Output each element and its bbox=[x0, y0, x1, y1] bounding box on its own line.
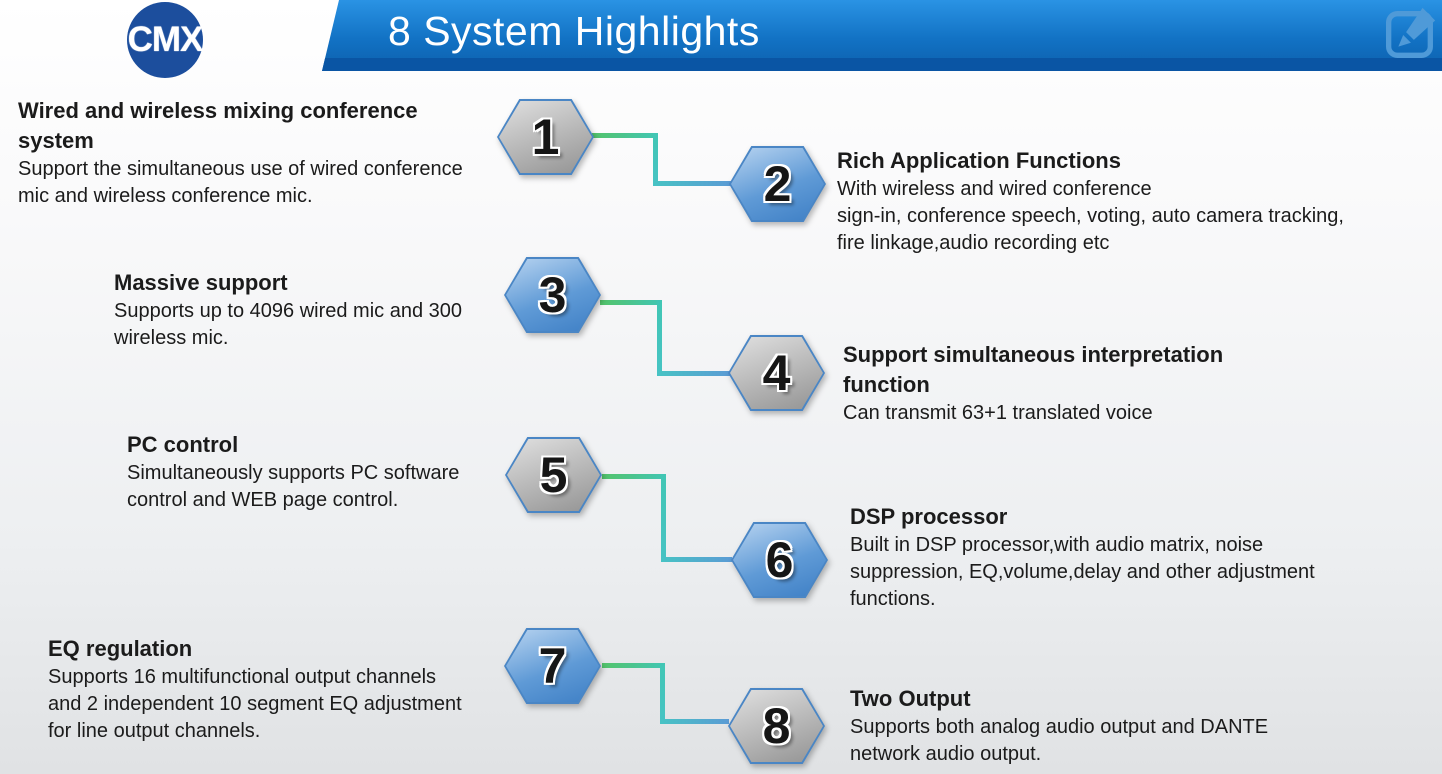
feature-block-3: Massive support Supports up to 4096 wire… bbox=[114, 268, 544, 352]
header-banner: 8 System Highlights bbox=[322, 0, 1442, 71]
connector-line bbox=[602, 474, 666, 479]
hexagon-fill bbox=[731, 148, 824, 220]
feature-body-2: With wireless and wired conference sign-… bbox=[837, 178, 1344, 254]
hexagon-step-4: 4 bbox=[728, 335, 825, 411]
hexagon-fill bbox=[506, 630, 599, 702]
feature-block-8: Two Output Supports both analog audio ou… bbox=[850, 684, 1380, 768]
feature-title-8: Two Output bbox=[850, 686, 971, 711]
feature-block-7: EQ regulation Supports 16 multifunctiona… bbox=[48, 634, 538, 745]
connector-line bbox=[592, 133, 658, 138]
feature-block-5: PC control Simultaneously supports PC so… bbox=[127, 430, 537, 514]
connector-line bbox=[661, 474, 666, 562]
feature-title-6: DSP processor bbox=[850, 504, 1008, 529]
feature-body-7: Supports 16 multifunctional output chann… bbox=[48, 666, 462, 742]
hexagon-number-1: 1 bbox=[531, 109, 560, 165]
edit-pencil-icon[interactable] bbox=[1378, 3, 1440, 65]
hexagon-step-1: 1 bbox=[497, 99, 594, 175]
hexagon-fill bbox=[507, 439, 600, 511]
feature-body-4: Can transmit 63+1 translated voice bbox=[843, 402, 1153, 424]
hexagon-fill bbox=[730, 690, 823, 762]
connector-line bbox=[653, 133, 658, 186]
connector-line bbox=[653, 181, 731, 186]
connector-line bbox=[660, 663, 665, 724]
connector-line bbox=[657, 371, 730, 376]
cmx-logo: CMX bbox=[127, 2, 203, 78]
hexagon-fill bbox=[730, 337, 823, 409]
hexagon-number-6: 6 bbox=[765, 532, 794, 588]
hexagon-fill bbox=[506, 259, 599, 331]
feature-title-2: Rich Application Functions bbox=[837, 148, 1121, 173]
hexagon-step-5: 5 bbox=[505, 437, 602, 513]
hexagon-number-2: 2 bbox=[763, 156, 792, 212]
hexagon-step-2: 2 bbox=[729, 146, 826, 222]
hexagon-number-7: 7 bbox=[538, 638, 567, 694]
feature-body-1: Support the simultaneous use of wired co… bbox=[18, 158, 463, 207]
connector-line bbox=[602, 663, 665, 668]
hexagon-fill bbox=[733, 524, 826, 596]
feature-body-3: Supports up to 4096 wired mic and 300 wi… bbox=[114, 300, 462, 349]
page-title: 8 System Highlights bbox=[388, 8, 760, 54]
feature-title-1: Wired and wireless mixing conference sys… bbox=[18, 98, 418, 153]
connector-line bbox=[661, 557, 732, 562]
feature-title-7: EQ regulation bbox=[48, 636, 193, 661]
feature-body-8: Supports both analog audio output and DA… bbox=[850, 716, 1269, 765]
hexagon-step-6: 6 bbox=[731, 522, 828, 598]
feature-body-5: Simultaneously supports PC software cont… bbox=[127, 462, 460, 511]
hexagon-number-4: 4 bbox=[762, 345, 791, 401]
feature-body-6: Built in DSP processor,with audio matrix… bbox=[850, 534, 1315, 610]
connector-line bbox=[657, 300, 662, 376]
feature-block-2: Rich Application Functions With wireless… bbox=[837, 146, 1412, 257]
cmx-logo-text: CMX bbox=[127, 20, 204, 59]
hexagon-number-8: 8 bbox=[762, 698, 791, 754]
hexagon-number-3: 3 bbox=[538, 267, 567, 323]
hexagon-step-3: 3 bbox=[504, 257, 601, 333]
feature-block-1: Wired and wireless mixing conference sys… bbox=[18, 96, 538, 210]
header-underline bbox=[322, 58, 1442, 71]
connector-line bbox=[600, 300, 662, 305]
feature-title-5: PC control bbox=[127, 432, 239, 457]
connector-line bbox=[660, 719, 729, 724]
feature-title-4: Support simultaneous interpretation func… bbox=[843, 342, 1224, 397]
feature-block-6: DSP processor Built in DSP processor,wit… bbox=[850, 502, 1395, 613]
hexagon-step-7: 7 bbox=[504, 628, 601, 704]
feature-title-3: Massive support bbox=[114, 270, 288, 295]
hexagon-number-5: 5 bbox=[539, 447, 568, 503]
feature-block-4: Support simultaneous interpretation func… bbox=[843, 340, 1383, 427]
hexagon-fill bbox=[499, 101, 592, 173]
hexagon-step-8: 8 bbox=[728, 688, 825, 764]
